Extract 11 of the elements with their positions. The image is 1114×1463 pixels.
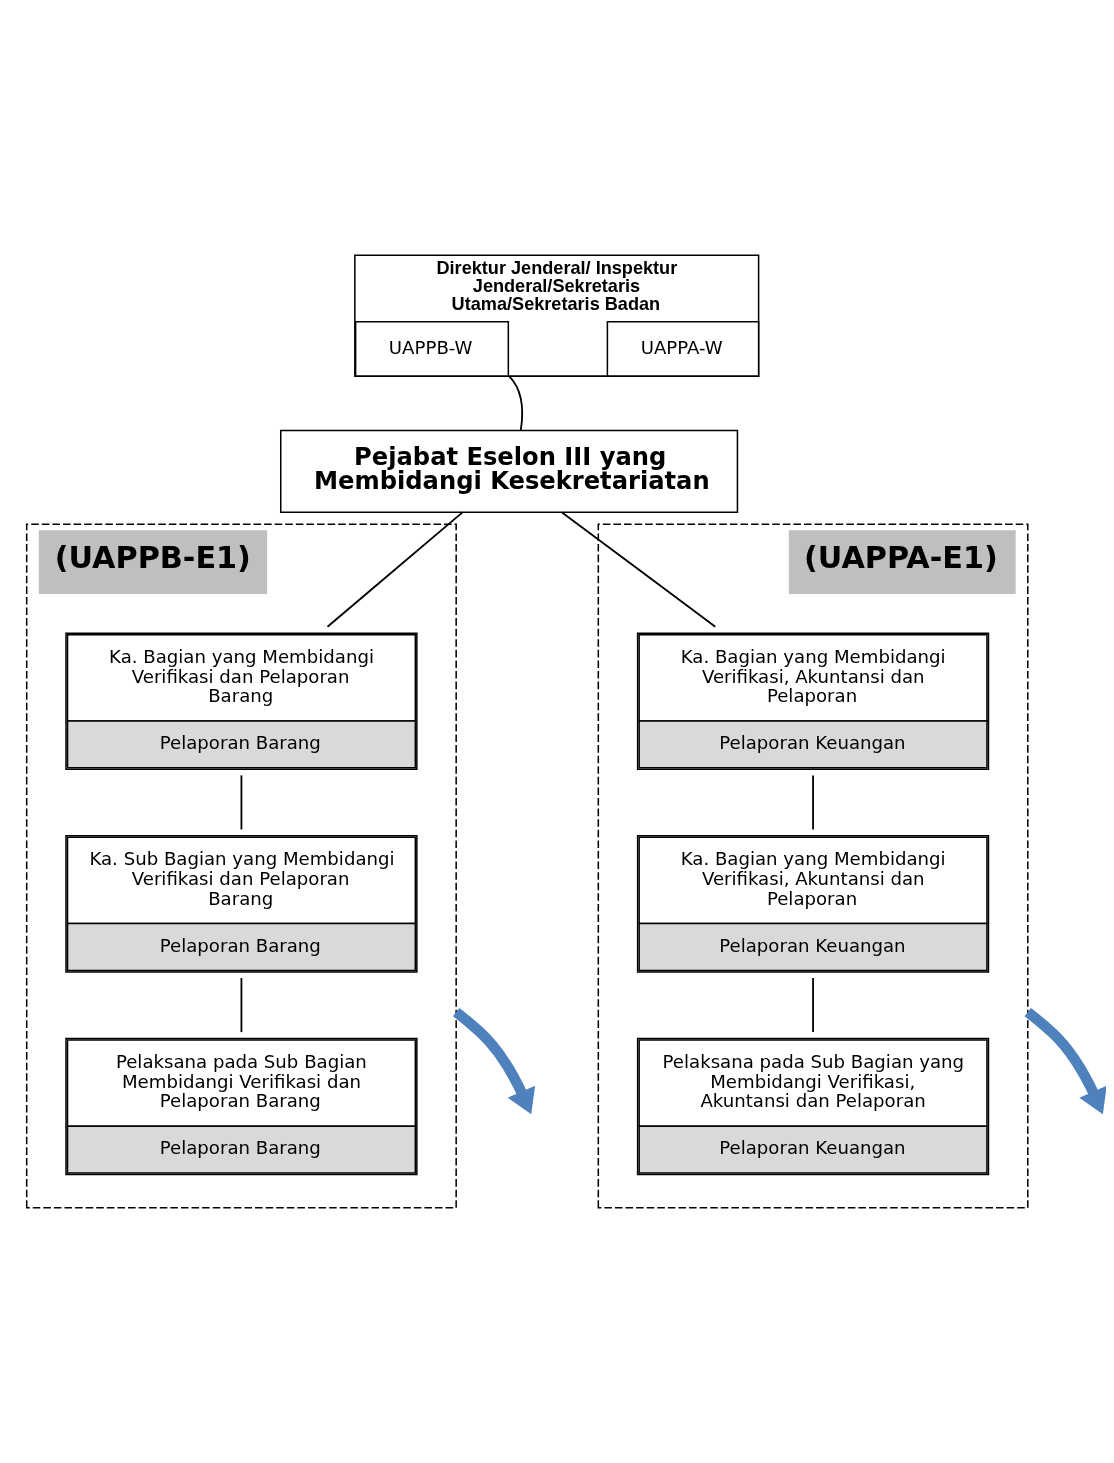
connector [508,375,524,432]
node-box: Pejabat Eselon III yang Membidangi Kesekretariatan [280,429,739,513]
connector [812,774,814,831]
connector [240,774,243,831]
connector [812,977,814,1034]
arrow [1024,1007,1106,1115]
connector [240,977,243,1034]
connector [561,511,717,628]
arrow [452,1007,536,1115]
node-box: UAPPB-W [354,320,510,377]
node-box: UAPPA-W [606,320,760,377]
